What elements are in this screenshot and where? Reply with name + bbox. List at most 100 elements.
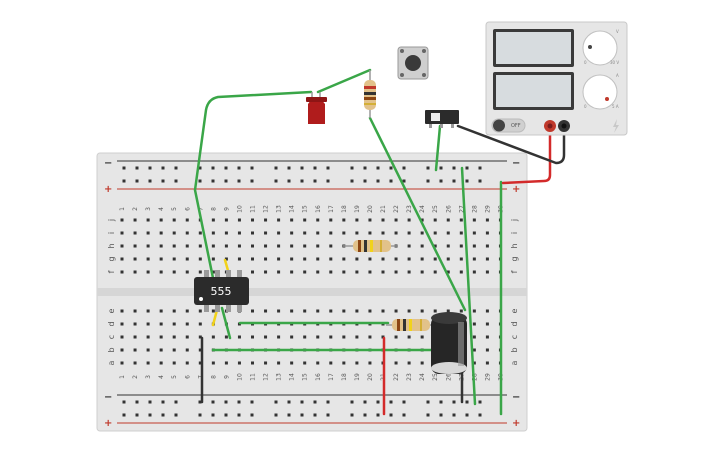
- breadboard-hole[interactable]: [211, 400, 215, 404]
- breadboard-hole[interactable]: [198, 322, 202, 326]
- breadboard-hole[interactable]: [407, 218, 411, 222]
- breadboard-hole[interactable]: [159, 270, 163, 274]
- breadboard-hole[interactable]: [148, 413, 152, 417]
- breadboard-hole[interactable]: [211, 257, 215, 261]
- breadboard-hole[interactable]: [224, 257, 228, 261]
- breadboard-hole[interactable]: [478, 413, 482, 417]
- breadboard-hole[interactable]: [472, 257, 476, 261]
- breadboard-hole[interactable]: [368, 335, 372, 339]
- breadboard-hole[interactable]: [185, 335, 189, 339]
- breadboard-hole[interactable]: [146, 244, 150, 248]
- breadboard-hole[interactable]: [329, 231, 333, 235]
- electrolytic-capacitor[interactable]: [431, 312, 467, 374]
- breadboard-hole[interactable]: [402, 166, 406, 170]
- breadboard-hole[interactable]: [485, 218, 489, 222]
- breadboard-hole[interactable]: [185, 244, 189, 248]
- breadboard-hole[interactable]: [120, 335, 124, 339]
- breadboard-hole[interactable]: [159, 309, 163, 313]
- breadboard-hole[interactable]: [368, 309, 372, 313]
- breadboard-hole[interactable]: [472, 348, 476, 352]
- breadboard-hole[interactable]: [394, 231, 398, 235]
- breadboard-hole[interactable]: [250, 179, 254, 183]
- breadboard-hole[interactable]: [446, 270, 450, 274]
- breadboard-hole[interactable]: [342, 270, 346, 274]
- breadboard-hole[interactable]: [224, 244, 228, 248]
- breadboard-hole[interactable]: [316, 257, 320, 261]
- breadboard-hole[interactable]: [277, 309, 281, 313]
- breadboard-hole[interactable]: [426, 179, 430, 183]
- breadboard-hole[interactable]: [350, 166, 354, 170]
- breadboard-hole[interactable]: [326, 413, 330, 417]
- breadboard-hole[interactable]: [376, 413, 380, 417]
- breadboard-hole[interactable]: [120, 361, 124, 365]
- breadboard-hole[interactable]: [389, 413, 393, 417]
- breadboard-hole[interactable]: [446, 218, 450, 222]
- breadboard-hole[interactable]: [287, 400, 291, 404]
- breadboard-hole[interactable]: [159, 218, 163, 222]
- breadboard-hole[interactable]: [120, 257, 124, 261]
- breadboard-hole[interactable]: [198, 231, 202, 235]
- breadboard-hole[interactable]: [146, 348, 150, 352]
- breadboard-hole[interactable]: [326, 179, 330, 183]
- breadboard-hole[interactable]: [316, 309, 320, 313]
- breadboard-hole[interactable]: [485, 244, 489, 248]
- breadboard-hole[interactable]: [485, 270, 489, 274]
- breadboard-hole[interactable]: [146, 322, 150, 326]
- breadboard-hole[interactable]: [120, 231, 124, 235]
- breadboard-hole[interactable]: [459, 257, 463, 261]
- voltage-knob[interactable]: V 30 V 0: [582, 29, 619, 66]
- breadboard-hole[interactable]: [316, 270, 320, 274]
- breadboard-hole[interactable]: [439, 400, 443, 404]
- breadboard-hole[interactable]: [185, 309, 189, 313]
- breadboard-hole[interactable]: [185, 322, 189, 326]
- breadboard-hole[interactable]: [146, 231, 150, 235]
- breadboard-hole[interactable]: [433, 257, 437, 261]
- breadboard-hole[interactable]: [120, 309, 124, 313]
- breadboard-hole[interactable]: [472, 335, 476, 339]
- breadboard-hole[interactable]: [368, 361, 372, 365]
- breadboard-hole[interactable]: [287, 413, 291, 417]
- breadboard-hole[interactable]: [303, 257, 307, 261]
- breadboard-hole[interactable]: [472, 361, 476, 365]
- breadboard-hole[interactable]: [251, 361, 254, 365]
- breadboard-hole[interactable]: [277, 244, 281, 248]
- breadboard-hole[interactable]: [224, 400, 228, 404]
- breadboard-hole[interactable]: [198, 348, 202, 352]
- breadboard-hole[interactable]: [290, 309, 294, 313]
- breadboard-hole[interactable]: [159, 322, 163, 326]
- breadboard-hole[interactable]: [381, 335, 385, 339]
- breadboard-hole[interactable]: [277, 257, 281, 261]
- breadboard-hole[interactable]: [264, 335, 268, 339]
- breadboard-hole[interactable]: [355, 270, 359, 274]
- breadboard-hole[interactable]: [133, 257, 137, 261]
- breadboard-hole[interactable]: [368, 218, 372, 222]
- breadboard-hole[interactable]: [376, 166, 380, 170]
- breadboard-hole[interactable]: [251, 257, 254, 261]
- breadboard-hole[interactable]: [172, 309, 176, 313]
- breadboard-hole[interactable]: [251, 309, 254, 313]
- breadboard-hole[interactable]: [264, 361, 268, 365]
- breadboard-hole[interactable]: [329, 270, 333, 274]
- breadboard-hole[interactable]: [300, 179, 304, 183]
- breadboard-hole[interactable]: [120, 244, 124, 248]
- breadboard-hole[interactable]: [363, 400, 367, 404]
- breadboard-hole[interactable]: [159, 257, 163, 261]
- breadboard-hole[interactable]: [433, 218, 437, 222]
- breadboard-hole[interactable]: [148, 400, 152, 404]
- breadboard-hole[interactable]: [237, 244, 241, 248]
- breadboard-hole[interactable]: [472, 231, 476, 235]
- breadboard-hole[interactable]: [290, 270, 294, 274]
- breadboard-hole[interactable]: [420, 361, 424, 365]
- push-button[interactable]: [397, 46, 429, 80]
- breadboard-hole[interactable]: [355, 231, 359, 235]
- breadboard-hole[interactable]: [459, 309, 463, 313]
- breadboard-hole[interactable]: [224, 361, 228, 365]
- breadboard-hole[interactable]: [407, 335, 411, 339]
- breadboard-hole[interactable]: [420, 244, 424, 248]
- breadboard-hole[interactable]: [185, 218, 189, 222]
- wire-led-to-chip[interactable]: [193, 90, 313, 280]
- breadboard-hole[interactable]: [316, 361, 320, 365]
- breadboard-hole[interactable]: [264, 218, 268, 222]
- breadboard-hole[interactable]: [472, 309, 476, 313]
- breadboard-hole[interactable]: [224, 179, 228, 183]
